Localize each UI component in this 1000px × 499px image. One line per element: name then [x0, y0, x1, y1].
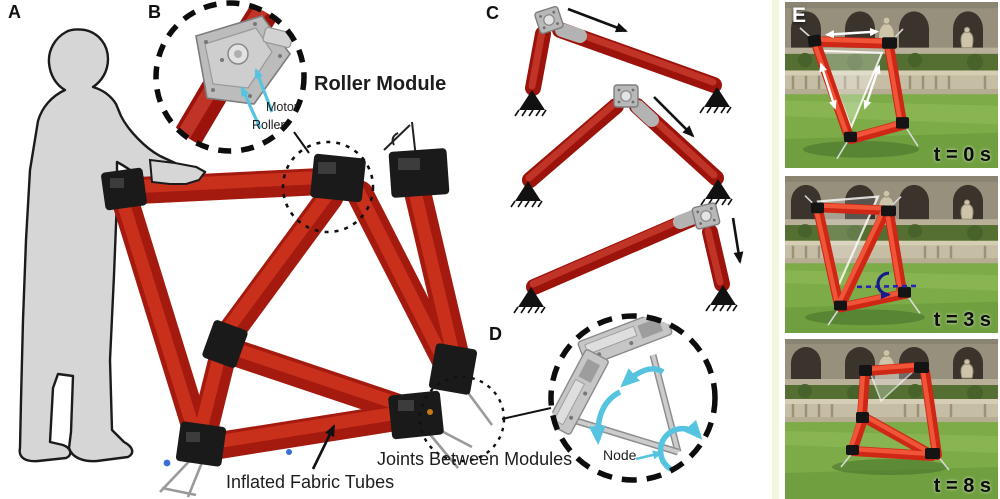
panel-b-dashed-circle	[153, 0, 307, 154]
sequence-step-3	[513, 202, 744, 314]
panel-b-inset	[153, 0, 307, 154]
node-pointer-arrow	[635, 450, 663, 461]
joints-caption: Joints Between Modules	[377, 449, 573, 469]
roller-module-caption: Roller Module	[314, 73, 447, 95]
ground-anchor	[705, 285, 738, 312]
panel-c-sequence	[510, 5, 744, 314]
robot-pose-1	[799, 27, 919, 160]
robot-shadow	[803, 141, 919, 158]
photo-frame-3: t = 8 s	[785, 339, 998, 499]
roller-highlight-circle	[281, 140, 375, 234]
rotation-annotation	[856, 271, 919, 300]
robot-shadow	[832, 459, 948, 475]
blue-clamp	[163, 459, 171, 467]
panel-d-label: D	[489, 324, 502, 344]
motor-label: Motor	[266, 100, 298, 114]
grass	[785, 422, 998, 499]
time-badge-2: t = 3 s	[933, 309, 991, 331]
panel-a-label: A	[8, 2, 21, 22]
panel-b-label: B	[148, 2, 161, 22]
roller-label: Roller	[252, 118, 285, 132]
roller-module-icon	[613, 84, 639, 108]
ground-anchor	[700, 179, 733, 206]
motion-arrow	[567, 7, 628, 33]
blue-clamp-2	[286, 449, 292, 455]
joint-details	[110, 158, 420, 442]
ground-anchor	[510, 181, 543, 208]
photo-2-scene	[785, 176, 998, 333]
d-leader-line	[501, 407, 552, 420]
node-label: Node	[603, 447, 637, 463]
robot-photo	[101, 121, 506, 498]
panel-d-dashed-circle	[548, 313, 718, 483]
sequence-step-2	[510, 84, 733, 208]
joint-assembly-upper	[577, 316, 673, 367]
sequence-step-1	[514, 5, 732, 117]
building-background	[785, 339, 998, 422]
photo-frame-2: t = 3 s	[785, 176, 998, 333]
photo-robot-joints	[807, 34, 909, 143]
photo-frame-1: E t = 0 s	[785, 2, 998, 168]
roller-module-icon	[691, 202, 721, 230]
ground-anchor	[513, 287, 546, 314]
roller-module-icon	[534, 5, 564, 35]
motion-arrow	[653, 96, 695, 138]
grass	[785, 94, 998, 168]
motor-roller-arrows	[240, 68, 274, 129]
seam-strip	[772, 0, 779, 499]
photo-robot-joints	[811, 202, 911, 311]
time-badge-3: t = 8 s	[933, 475, 991, 497]
panel-e-label: E	[792, 4, 807, 27]
motion-arrow	[731, 217, 744, 264]
panel-d-inset	[548, 313, 718, 483]
joint-assembly-lower	[551, 349, 609, 435]
robot-pose-3	[840, 362, 950, 471]
ground-anchor	[514, 90, 547, 117]
orange-detail	[427, 409, 433, 415]
b-leader-line	[293, 131, 310, 154]
time-badge-1: t = 0 s	[933, 144, 991, 166]
hand-over-tube	[148, 158, 207, 185]
robot-pose-2	[804, 195, 921, 326]
tubes-caption-arrow	[311, 424, 336, 470]
tubes-caption: Inflated Fabric Tubes	[226, 472, 395, 492]
person-silhouette	[18, 28, 207, 463]
main-figure-canvas	[18, 0, 744, 498]
robot-shadow	[805, 309, 925, 326]
ground-anchor	[699, 87, 732, 114]
panel-c-label: C	[486, 3, 499, 23]
photo-robot-joints	[846, 362, 940, 459]
deformation-arrows	[819, 27, 881, 110]
photo-1-scene	[785, 2, 998, 168]
photo-3-scene	[785, 339, 998, 499]
